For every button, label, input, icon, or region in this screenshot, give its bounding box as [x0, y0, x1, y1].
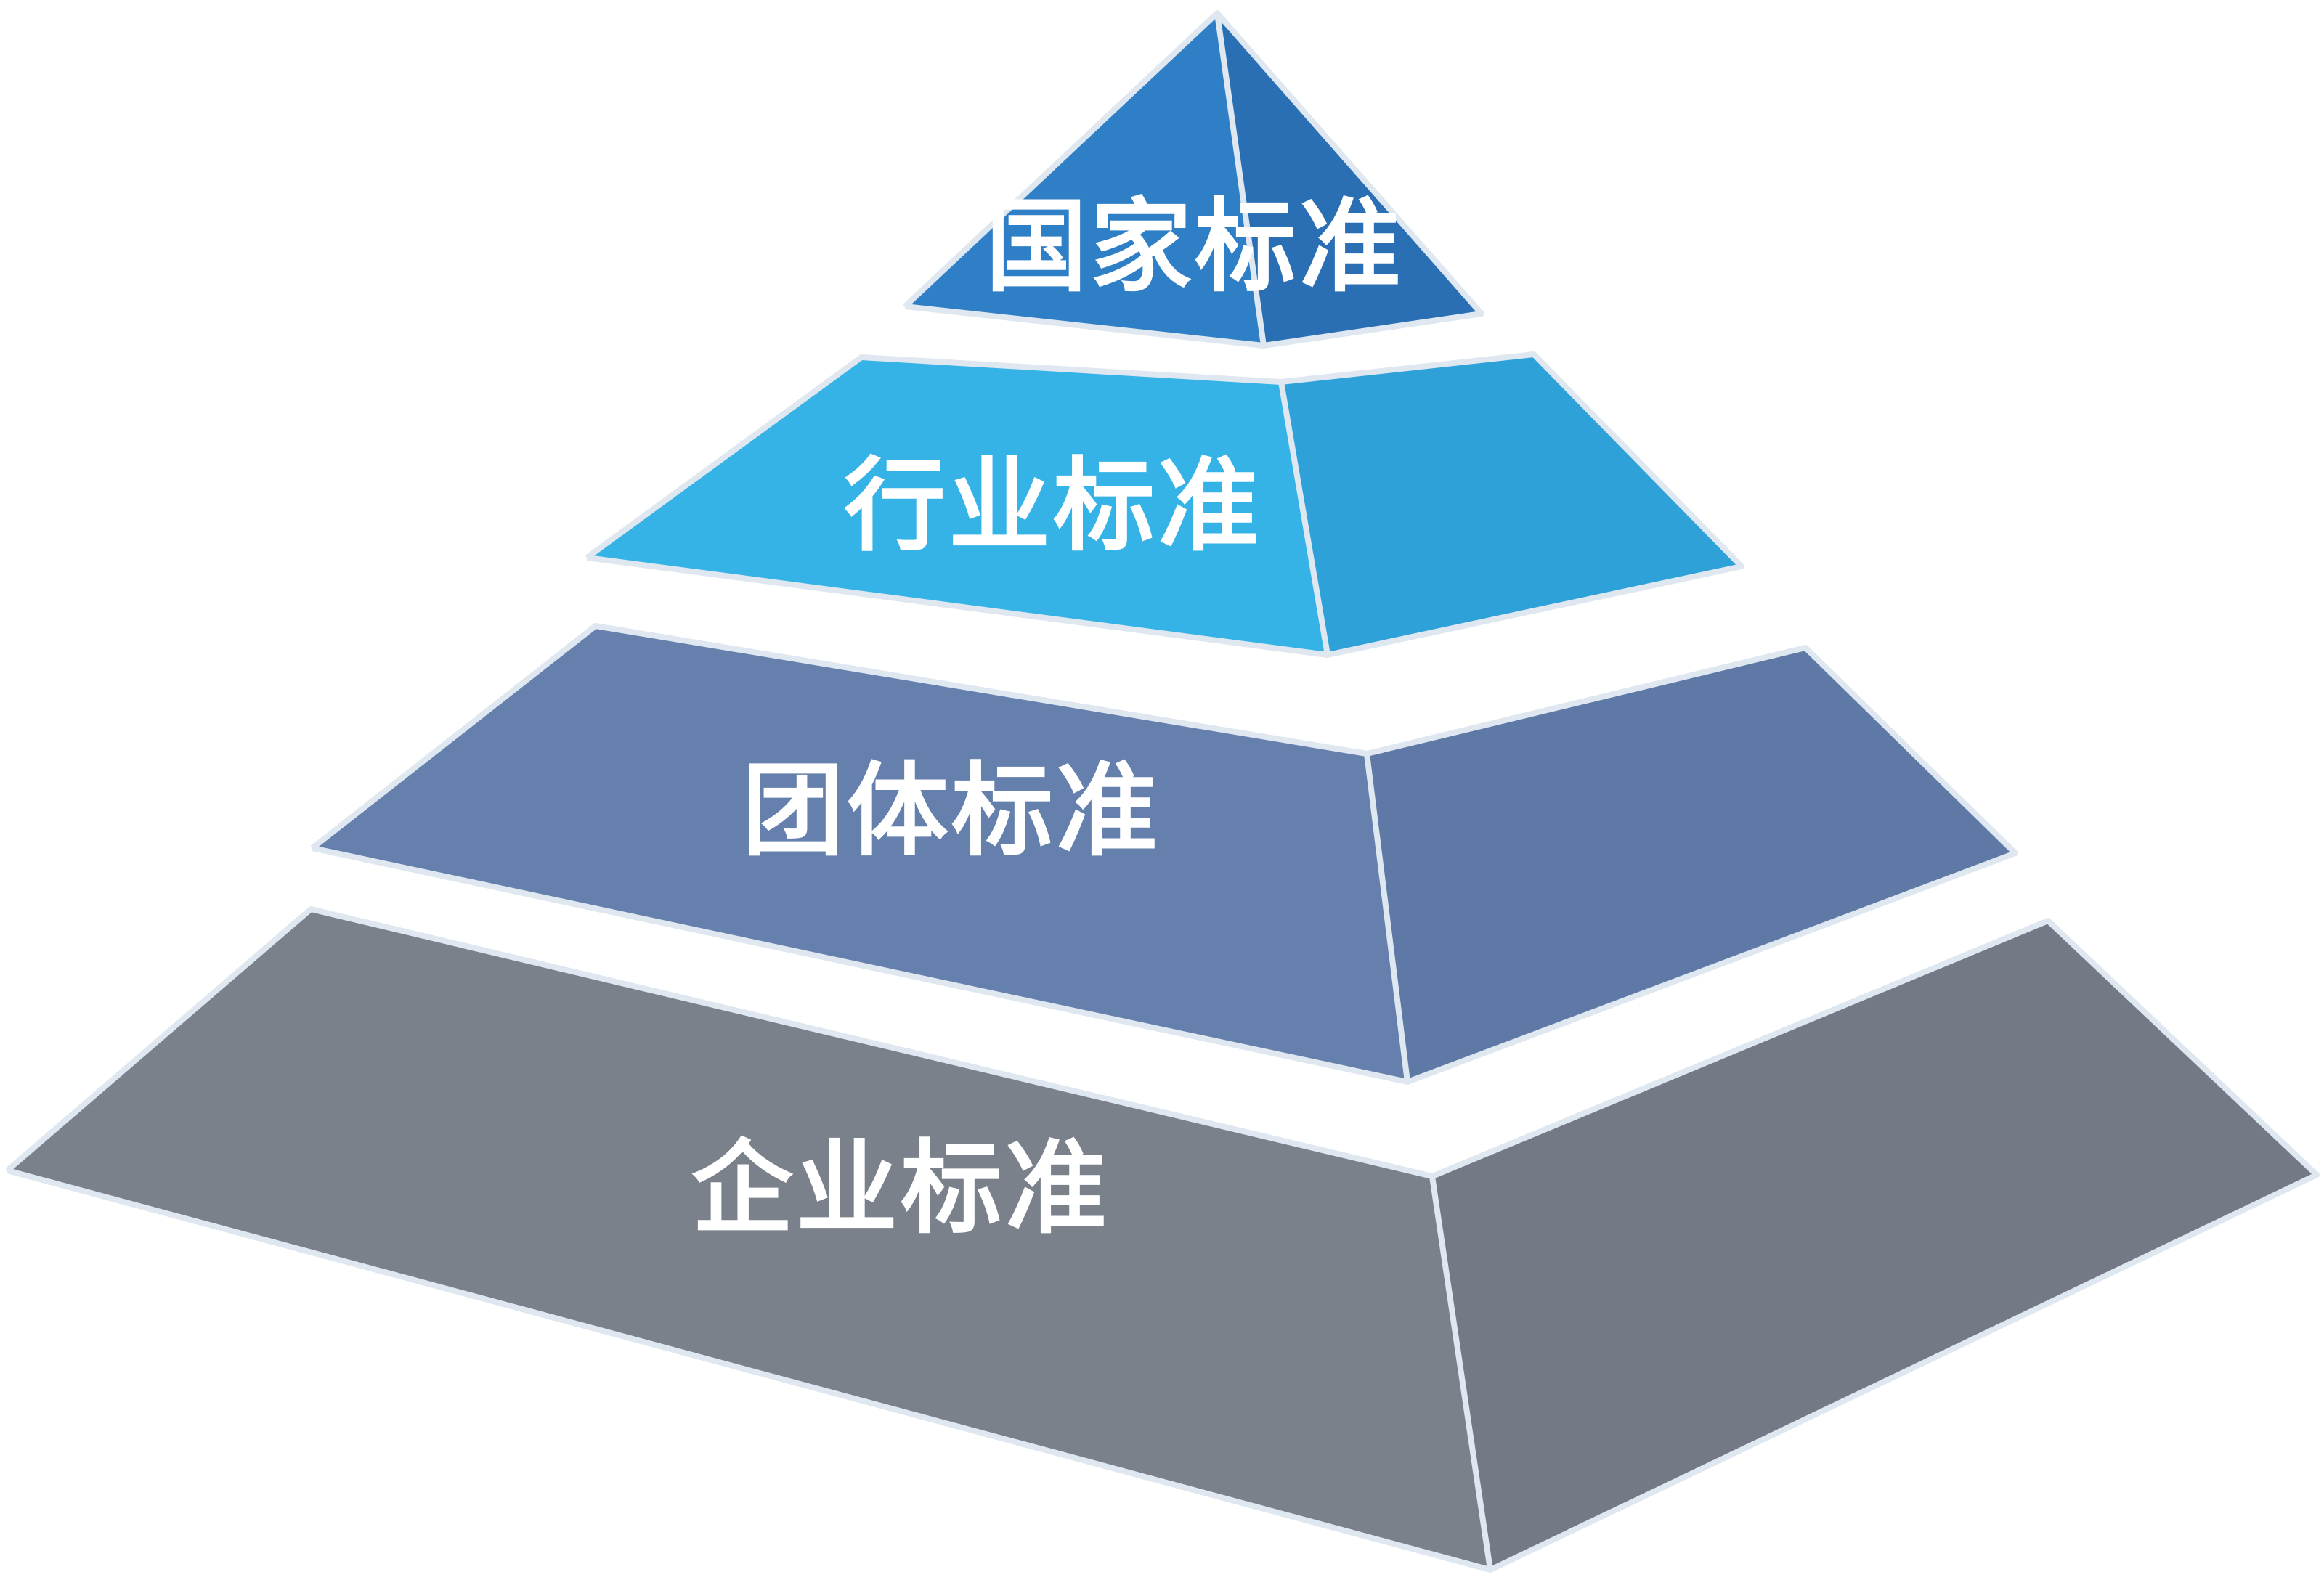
tier-industry-label: 行业标准 [844, 447, 1262, 566]
tier-enterprise-front [7, 909, 1490, 1570]
tier-group-ridge [1364, 753, 1410, 1083]
tier-industry: 行业标准 [585, 351, 1744, 658]
tier-group: 团体标准 [310, 623, 2018, 1085]
tier-national-label: 国家标准 [986, 188, 1404, 306]
tier-group-label: 团体标准 [742, 752, 1161, 871]
tier-enterprise-label: 企业标准 [691, 1130, 1110, 1248]
tier-enterprise-side [1432, 921, 2317, 1570]
tier-group-side [1367, 648, 2015, 1082]
tier-national-edges [903, 10, 1484, 349]
tier-national: 国家标准 [903, 10, 1484, 349]
tier-enterprise: 企业标准 [5, 906, 2320, 1573]
tier-industry-side [1281, 354, 1742, 655]
tier-national-ridge [1214, 12, 1267, 346]
tier-national-side [1217, 13, 1482, 346]
tier-group-front [312, 626, 1407, 1082]
tier-industry-ridge [1278, 381, 1330, 656]
tier-national-front [905, 13, 1264, 346]
tier-enterprise-ridge [1429, 1176, 1493, 1571]
